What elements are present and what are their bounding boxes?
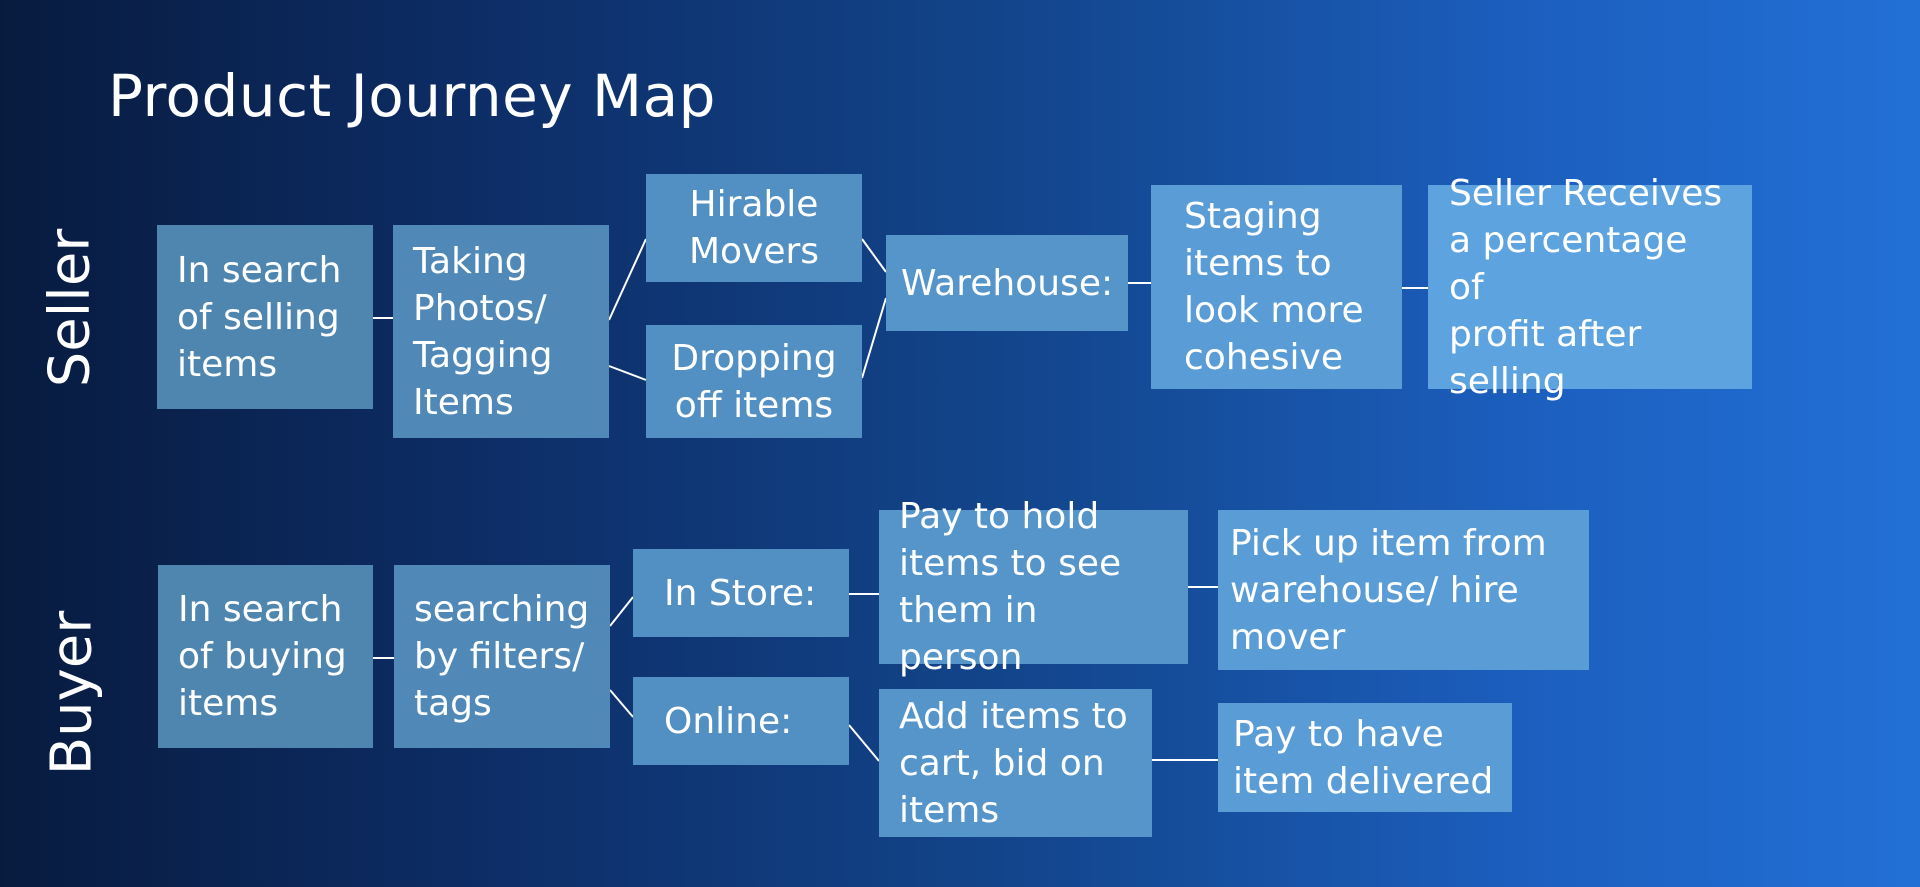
- connector-seller-3a-4: [861, 238, 887, 273]
- seller-step-hirable-movers: Hirable Movers: [646, 174, 862, 282]
- buyer-step-online: Online:: [633, 677, 849, 765]
- seller-step-receives-profit: Seller Receives a percentage of profit a…: [1428, 173, 1752, 402]
- buyer-step-pay-to-hold: Pay to hold items to see them in person: [879, 496, 1188, 678]
- seller-step-dropping-off: Dropping off items: [646, 325, 862, 438]
- seller-step-searching: In search of selling items: [157, 225, 373, 409]
- connector-buyer-2-3a: [609, 596, 634, 627]
- buyer-step-add-to-cart: Add items to cart, bid on items: [879, 689, 1152, 837]
- buyer-step-in-store: In Store:: [633, 549, 849, 637]
- connector-buyer-2-3b: [609, 689, 634, 718]
- connector-buyer-3b-4b: [848, 724, 880, 762]
- seller-step-warehouse: Warehouse:: [886, 235, 1128, 331]
- page-title: Product Journey Map: [108, 62, 716, 130]
- buyer-step-filters-tags: searching by filters/ tags: [394, 565, 610, 748]
- connector-seller-2-3b: [608, 365, 647, 381]
- connector-seller-2-3a: [608, 238, 647, 321]
- seller-step-photos-tagging: Taking Photos/ Tagging Items: [393, 225, 609, 438]
- buyer-step-pick-up: Pick up item from warehouse/ hire mover: [1218, 510, 1589, 670]
- buyer-step-pay-delivery: Pay to have item delivered: [1218, 703, 1512, 812]
- connector-seller-3b-4: [861, 297, 887, 379]
- seller-step-staging: Staging items to look more cohesive: [1151, 185, 1402, 389]
- buyer-step-searching: In search of buying items: [158, 565, 373, 748]
